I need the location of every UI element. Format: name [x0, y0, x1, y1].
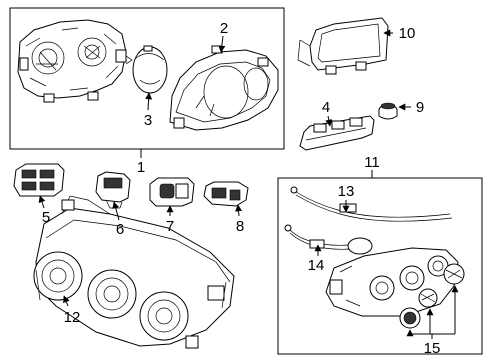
callout-4: 4	[322, 99, 330, 116]
cable-upper-drawing	[290, 186, 453, 222]
callout-1: 1	[137, 159, 145, 176]
switch-block-drawing	[13, 163, 65, 197]
callout-3: 3	[144, 112, 152, 129]
climate-unit-drawing	[325, 237, 459, 317]
callout-labels: 1 2 3 4 5 6 7 8 9 10 11 12 13 14 15	[42, 20, 441, 357]
cluster-housing-drawing	[17, 19, 133, 103]
knob-set-drawing	[399, 263, 465, 329]
callout-6: 6	[116, 221, 124, 238]
callout-9: 9	[416, 99, 424, 116]
display-unit-drawing	[297, 17, 389, 75]
callout-14: 14	[308, 257, 325, 274]
callout-15: 15	[424, 340, 441, 357]
callout-12: 12	[64, 309, 81, 326]
cluster-bezel-drawing	[169, 45, 279, 131]
callout-11: 11	[364, 154, 380, 171]
callout-5: 5	[42, 209, 50, 226]
leader-lines	[38, 29, 459, 339]
callout-10: 10	[399, 25, 416, 42]
callout-13: 13	[338, 183, 355, 200]
callout-2: 2	[220, 20, 228, 37]
hazard-switch-drawing	[203, 181, 249, 207]
switch-module-drawing	[299, 115, 375, 151]
climate-panel-drawing	[33, 195, 235, 349]
climate-group-box	[277, 177, 483, 355]
rocker-switch-drawing	[95, 171, 131, 209]
cluster-group-box	[9, 7, 285, 150]
push-switch-drawing	[149, 177, 195, 207]
callout-8: 8	[236, 218, 244, 235]
knob-cap-drawing	[378, 102, 398, 120]
callout-7: 7	[166, 218, 174, 235]
gauge-lens-drawing	[132, 45, 168, 94]
